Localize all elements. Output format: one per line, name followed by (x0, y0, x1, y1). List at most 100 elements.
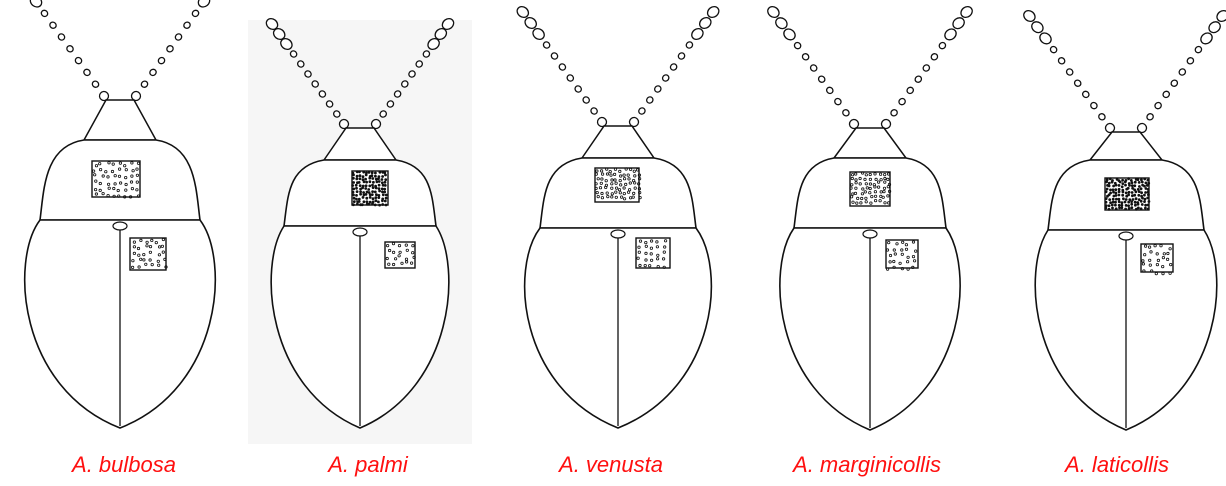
pronotum-puncture-detail-puncture (1134, 189, 1136, 191)
pronotum-puncture-detail-puncture (352, 177, 354, 179)
pronotum-puncture-detail-puncture (1137, 188, 1139, 190)
pronotum-puncture-detail-puncture (375, 187, 377, 189)
pronotum-puncture-detail-puncture (366, 191, 368, 193)
pronotum-puncture-detail-puncture (1115, 198, 1117, 200)
pronotum-puncture-detail-puncture (1122, 194, 1124, 196)
pronotum-puncture-detail-puncture (1141, 181, 1143, 183)
left-antenna-segment (1049, 45, 1058, 54)
pronotum-puncture-detail-puncture (1121, 204, 1123, 206)
head (834, 128, 906, 158)
pronotum-puncture-detail-puncture (358, 201, 360, 203)
pronotum-puncture-detail-puncture (372, 181, 374, 183)
pronotum-puncture-detail-puncture (1114, 204, 1116, 206)
left-antenna-segment (49, 21, 58, 30)
pronotum-puncture-detail-puncture (384, 200, 386, 202)
pronotum-puncture-detail-puncture (366, 181, 368, 183)
pronotum-puncture-detail-puncture (369, 177, 371, 179)
right-antenna-segment (1170, 79, 1179, 88)
pronotum-puncture-detail-puncture (356, 194, 358, 196)
pronotum-puncture-detail-puncture (356, 175, 358, 177)
pronotum-puncture-detail-puncture (372, 191, 374, 193)
pronotum-puncture-detail-puncture (1109, 178, 1111, 180)
pronotum-puncture-detail-puncture (1110, 202, 1112, 204)
left-antenna-segment (28, 0, 44, 9)
pronotum-puncture-detail-puncture (1147, 197, 1149, 199)
caption-a-bulbosa: A. bulbosa (4, 452, 244, 478)
pronotum-puncture-detail-puncture (1108, 208, 1110, 210)
pronotum-puncture-detail-puncture (1115, 184, 1117, 186)
pronotum-puncture-detail-puncture (1131, 203, 1133, 205)
pronotum-puncture-detail-puncture (1138, 181, 1140, 183)
left-antenna-segment (1065, 68, 1074, 77)
pronotum-puncture-detail-puncture (1147, 208, 1149, 210)
pronotum-puncture-detail-puncture (353, 188, 355, 190)
pronotum-puncture-detail-puncture (353, 182, 355, 184)
right-antenna-segment (191, 9, 200, 18)
pronotum-puncture-detail-puncture (358, 198, 360, 200)
pronotum-puncture-detail-puncture (1128, 205, 1130, 207)
left-antenna-segment (1038, 31, 1054, 46)
right-antenna-segment (930, 52, 939, 61)
left-antenna-segment (1081, 90, 1090, 99)
right-antenna-segment (1199, 31, 1215, 46)
pronotum-puncture-detail-puncture (1109, 199, 1111, 201)
pronotum-puncture-detail-puncture (1108, 182, 1110, 184)
caption-a-venusta: A. venusta (491, 452, 731, 478)
pronotum-puncture-detail-puncture (353, 201, 355, 203)
pronotum-puncture-detail-puncture (1119, 207, 1121, 209)
pronotum-puncture-detail-puncture (381, 179, 383, 181)
pronotum-puncture-detail-puncture (363, 201, 365, 203)
pronotum-puncture-detail-puncture (359, 171, 361, 173)
pronotum-puncture-detail-puncture (1122, 198, 1124, 200)
pronotum-puncture-detail-puncture (369, 185, 371, 187)
pronotum-puncture-detail-puncture (1135, 191, 1137, 193)
pronotum-puncture-detail-puncture (1118, 201, 1120, 203)
pronotum-puncture-detail-puncture (1137, 207, 1139, 209)
pronotum-puncture-detail-puncture (1138, 194, 1140, 196)
pronotum-puncture-detail-puncture (359, 175, 361, 177)
right-antenna-segment (1186, 56, 1195, 65)
pronotum-puncture-detail-puncture (378, 188, 380, 190)
pronotum-puncture-detail-puncture (1144, 178, 1146, 180)
pronotum-puncture-detail-puncture (374, 191, 376, 193)
pronotum-puncture-detail-puncture (1125, 204, 1127, 206)
pronotum-puncture-detail-puncture (385, 179, 387, 181)
left-antenna-segment (57, 33, 66, 42)
pronotum-puncture-detail-puncture (353, 194, 355, 196)
right-antenna-segment (1162, 90, 1171, 99)
pronotum-puncture-detail-puncture (382, 176, 384, 178)
pronotum-puncture-detail-puncture (1135, 198, 1137, 200)
pronotum-puncture-detail-puncture (1147, 194, 1149, 196)
pronotum-puncture-detail-puncture (1137, 179, 1139, 181)
pronotum-puncture-detail-puncture (365, 178, 367, 180)
pronotum-puncture-detail-puncture (378, 178, 380, 180)
scutellum (611, 230, 625, 238)
pronotum-puncture-detail-puncture (374, 204, 376, 206)
pronotum-puncture-detail-puncture (1115, 208, 1117, 210)
right-antenna-segment (938, 41, 947, 50)
scutellum (1119, 232, 1133, 240)
pronotum-puncture-detail-puncture (1141, 192, 1143, 194)
right-antenna-segment (157, 56, 166, 65)
pronotum-puncture-detail-puncture (1113, 191, 1115, 193)
right-antenna-segment (1154, 101, 1163, 110)
pronotum-puncture-detail-puncture (368, 171, 370, 173)
pronotum-puncture-detail-puncture (1128, 191, 1130, 193)
pronotum-puncture-detail-puncture (1140, 208, 1142, 210)
left-antenna-segment (833, 97, 842, 106)
pronotum-puncture-detail-puncture (1140, 179, 1142, 181)
left-antenna-segment (40, 9, 49, 18)
pronotum-puncture-detail-puncture (360, 191, 362, 193)
pronotum-puncture-detail-puncture (1145, 204, 1147, 206)
pronotum-puncture-detail-puncture (1130, 179, 1132, 181)
pronotum-puncture-detail-puncture (381, 182, 383, 184)
right-antenna-segment (637, 107, 646, 116)
pronotum-puncture-detail-puncture (1129, 199, 1131, 201)
pronotum-puncture-detail-puncture (363, 171, 365, 173)
pronotum-puncture-detail-puncture (1112, 207, 1114, 209)
right-antenna-segment (914, 75, 923, 84)
pronotum-puncture-detail-puncture (365, 193, 367, 195)
pronotum-puncture-detail-puncture (352, 204, 354, 206)
pronotum-puncture-detail-puncture (1146, 184, 1148, 186)
pronotum-puncture-detail-puncture (1105, 191, 1107, 193)
